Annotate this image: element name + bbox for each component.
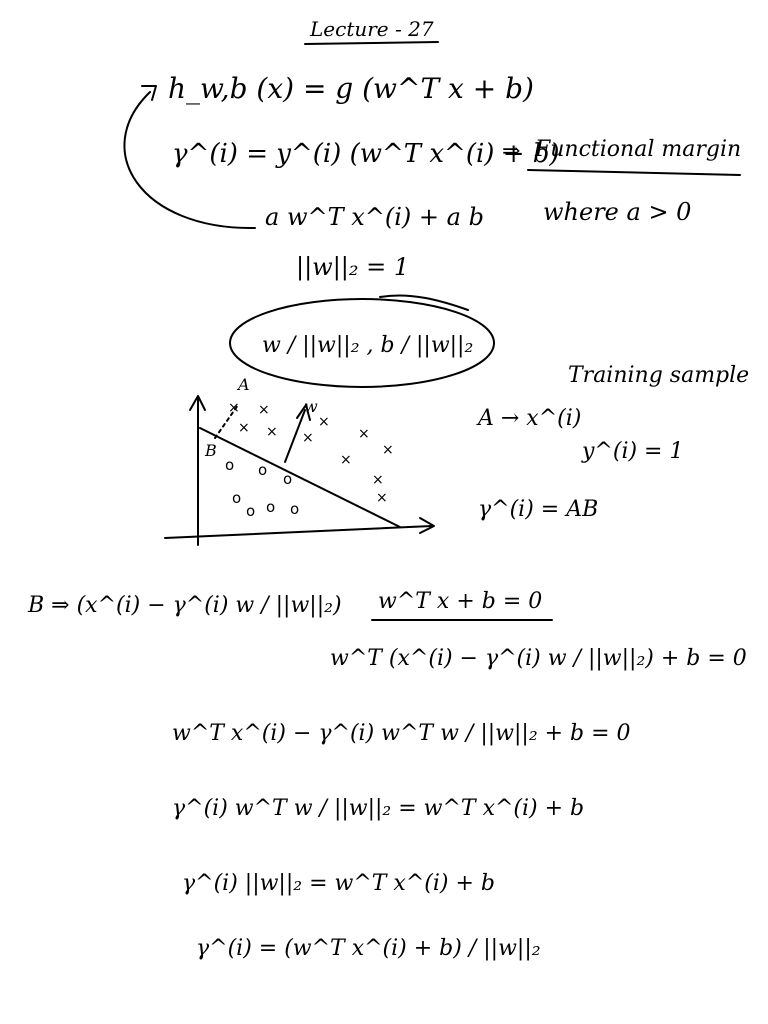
substituted-equation: w^T (x^(i) − γ^(i) w / ||w||₂) + b = 0 bbox=[330, 646, 747, 671]
distance-dashed bbox=[214, 404, 239, 439]
hyperplane-equation: w^T x + b = 0 bbox=[378, 589, 542, 614]
x-axis bbox=[164, 525, 433, 539]
page-title: Lecture - 27 bbox=[309, 17, 434, 41]
circle-mark: o bbox=[232, 489, 241, 507]
circle-mark: o bbox=[225, 456, 234, 474]
y-equals-one: y^(i) = 1 bbox=[581, 439, 683, 464]
gamma-final-equation: γ^(i) = (w^T x^(i) + b) / ||w||₂ bbox=[196, 936, 541, 961]
functional-margin-underline bbox=[527, 169, 741, 176]
gamma-wtw-equation: γ^(i) w^T w / ||w||₂ = w^T x^(i) + b bbox=[172, 796, 584, 821]
cross-mark: × bbox=[266, 424, 278, 440]
decision-boundary bbox=[199, 427, 401, 528]
curved-arrow bbox=[123, 91, 256, 230]
normalized-terms: w / ||w||₂ , b / ||w||₂ bbox=[262, 333, 473, 358]
gamma-norm-equation: γ^(i) ||w||₂ = w^T x^(i) + b bbox=[182, 871, 495, 896]
circle-mark: o bbox=[290, 500, 299, 518]
training-sample-label: Training sample bbox=[568, 363, 749, 388]
margin-diagram: A B w × × × × × × × × × × × o o o o o o … bbox=[164, 375, 435, 546]
B-point-expression: B ⇒ (x^(i) − γ^(i) w / ||w||₂) bbox=[27, 593, 342, 618]
cross-mark: × bbox=[372, 472, 384, 488]
cross-mark: × bbox=[318, 414, 330, 430]
y-axis-arrowhead bbox=[189, 395, 206, 411]
cross-mark: × bbox=[376, 490, 388, 506]
x-axis-arrowhead bbox=[419, 517, 435, 534]
cross-mark: × bbox=[358, 426, 370, 442]
scaled-equation: a w^T x^(i) + a b bbox=[265, 203, 484, 231]
normalized-ellipse bbox=[229, 298, 495, 388]
cross-mark: × bbox=[238, 420, 250, 436]
circle-mark: o bbox=[266, 498, 275, 516]
cross-mark: × bbox=[228, 400, 240, 416]
label-B: B bbox=[204, 441, 217, 460]
cross-mark: × bbox=[302, 430, 314, 446]
circle-mark: o bbox=[258, 461, 267, 479]
A-maps-to-x: A → x^(i) bbox=[476, 406, 581, 431]
label-A: A bbox=[236, 375, 250, 394]
label-w: w bbox=[304, 397, 318, 416]
gamma-equals-AB: γ^(i) = AB bbox=[478, 497, 598, 522]
expanded-equation: w^T x^(i) − γ^(i) w^T w / ||w||₂ + b = 0 bbox=[172, 721, 631, 746]
title-underline bbox=[304, 41, 439, 45]
normal-vector bbox=[284, 409, 306, 463]
norm-constraint: ||w||₂ = 1 bbox=[296, 253, 409, 282]
normal-vector-arrowhead bbox=[296, 404, 311, 421]
implies-arrow-1: ⇒ bbox=[502, 139, 520, 164]
ellipse-tail bbox=[379, 294, 469, 311]
circle-mark: o bbox=[246, 502, 255, 520]
circle-mark: o bbox=[283, 470, 292, 488]
curved-arrow-head bbox=[141, 85, 157, 101]
functional-margin-equation: γ^(i) = y^(i) (w^T x^(i) + b) bbox=[172, 139, 560, 169]
hypothesis-line: h_w,b (x) = g (w^T x + b) bbox=[168, 72, 534, 105]
cross-mark: × bbox=[382, 442, 394, 458]
cross-mark: × bbox=[258, 402, 270, 418]
cross-mark: × bbox=[340, 452, 352, 468]
where-condition: where a > 0 bbox=[543, 198, 691, 226]
functional-margin-label: Functional margin bbox=[534, 137, 741, 162]
